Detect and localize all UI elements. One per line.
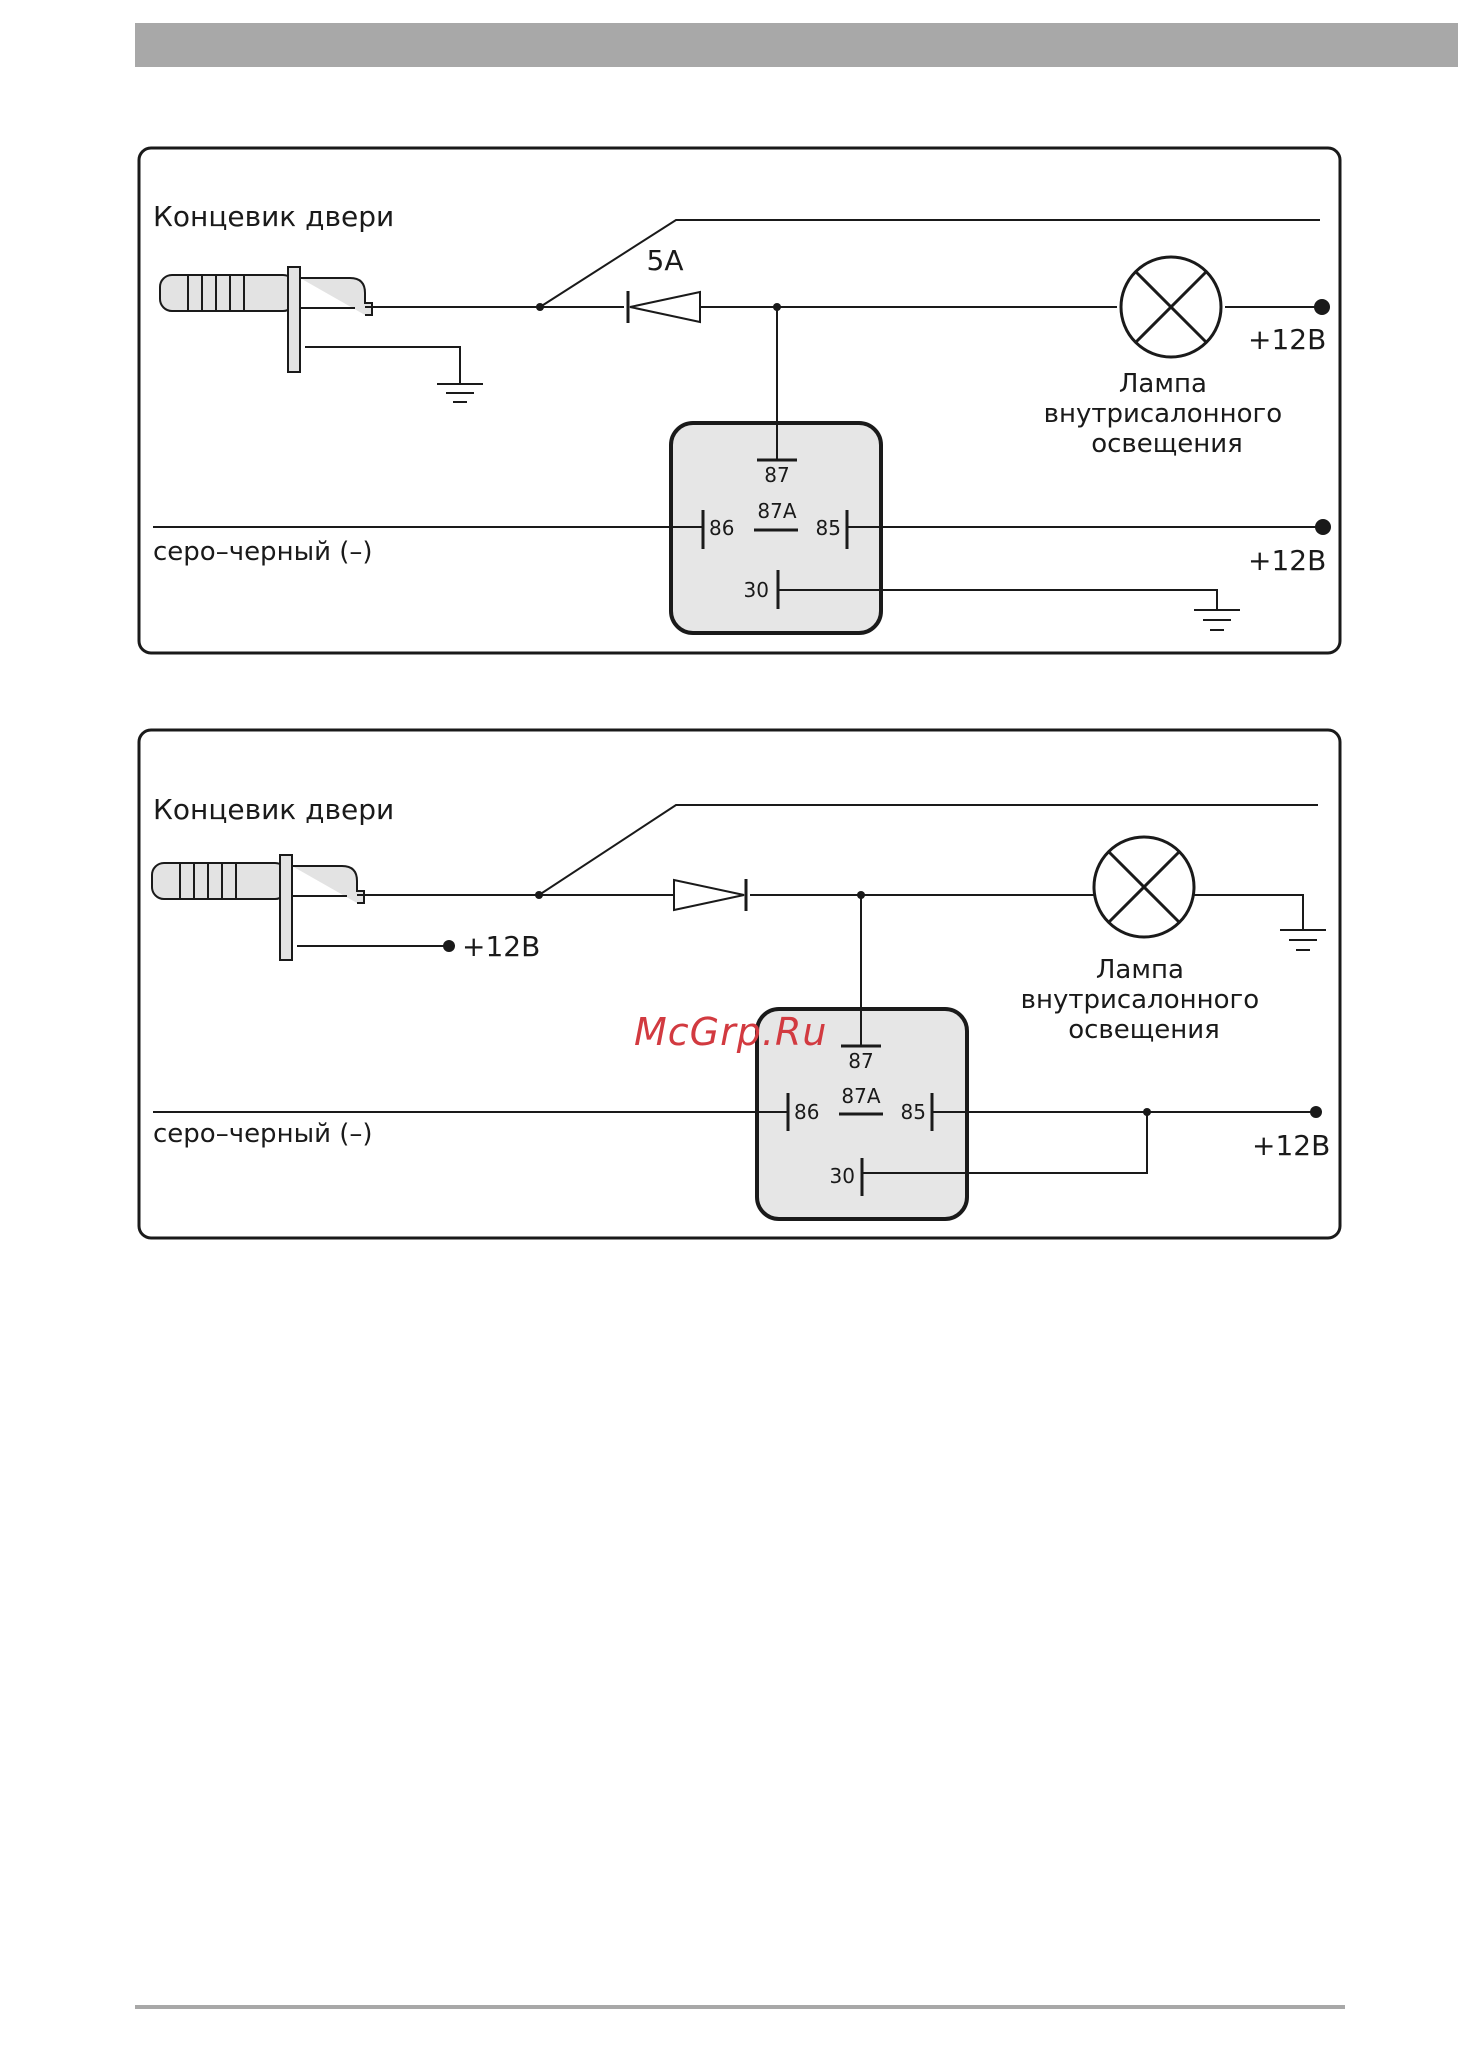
lamp-label: Лампа внутрисалонного освещения: [1021, 955, 1268, 1045]
diagram-2: Концевик двери +12В Лампа: [139, 730, 1340, 1238]
diode-icon: [628, 291, 700, 323]
relay-pin-85: 85: [816, 516, 841, 540]
wire-label: серо–черный (–): [153, 1119, 373, 1149]
terminal-dot: [1314, 299, 1330, 315]
relay: 87 87А 86 85 30: [757, 895, 967, 1219]
lamp-icon: [1121, 257, 1221, 357]
relay-pin-30: 30: [744, 578, 769, 602]
relay: 87 87А 86 85 30: [671, 307, 881, 633]
supply-label: +12В: [1248, 544, 1326, 577]
diode-icon: [674, 879, 746, 911]
fuse-label: 5А: [647, 244, 684, 277]
relay-pin-86: 86: [794, 1100, 819, 1124]
wire-label: серо–черный (–): [153, 537, 373, 567]
supply-label: +12В: [1248, 323, 1326, 356]
ground-icon: [437, 384, 483, 402]
lamp-label: Лампа внутрисалонного освещения: [1044, 369, 1291, 459]
ground-icon: [1280, 930, 1326, 950]
relay-pin-85: 85: [901, 1100, 926, 1124]
door-switch-icon: [152, 855, 364, 960]
ground-icon: [1194, 610, 1240, 630]
terminal-dot: [443, 940, 455, 952]
relay-pin-87a: 87А: [841, 1084, 880, 1108]
relay-pin-87: 87: [764, 463, 789, 487]
diagram-1: Концевик двери 5А +12В Лам: [139, 148, 1340, 653]
watermark: McGrp.Ru: [634, 1010, 827, 1054]
relay-pin-87a: 87А: [757, 499, 796, 523]
relay-pin-30: 30: [830, 1164, 855, 1188]
door-switch-label: Концевик двери: [153, 793, 394, 826]
terminal-dot: [1315, 519, 1331, 535]
supply-label: +12В: [1252, 1129, 1330, 1162]
door-switch-label: Концевик двери: [153, 200, 394, 233]
relay-pin-86: 86: [709, 516, 734, 540]
relay-pin-87: 87: [848, 1049, 873, 1073]
terminal-dot: [1310, 1106, 1322, 1118]
door-switch-icon: [160, 267, 372, 372]
lamp-icon: [1094, 837, 1194, 937]
supply-label: +12В: [462, 930, 540, 963]
